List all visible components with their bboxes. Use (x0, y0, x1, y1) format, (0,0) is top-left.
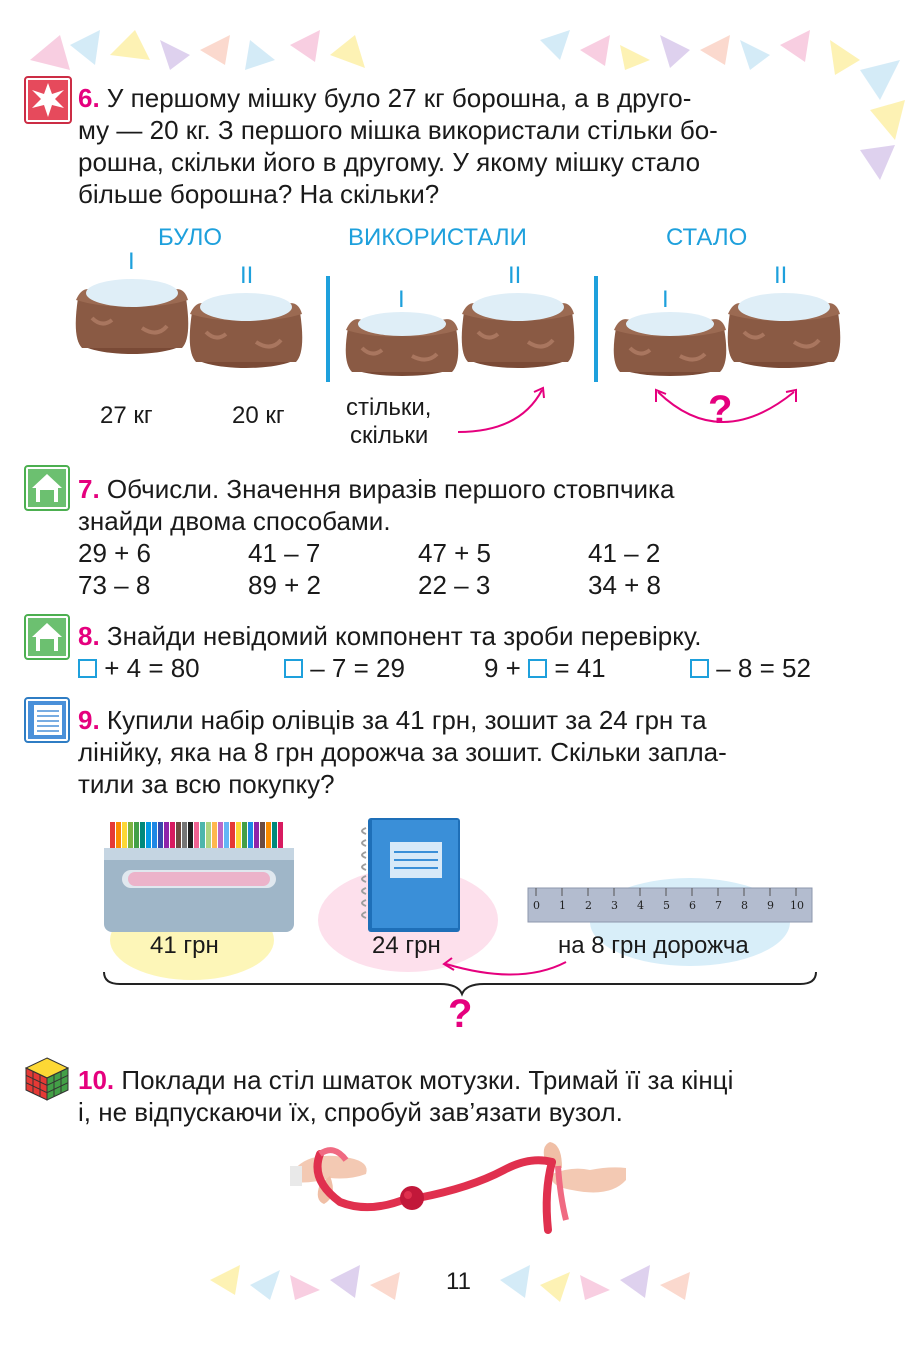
ruler-icon (527, 887, 813, 923)
pencils-icon (104, 822, 294, 932)
task7-number: 7. (78, 474, 100, 504)
task6-arrows (457, 386, 797, 433)
header-used: ВИКОРИСТАЛИ (348, 224, 527, 251)
flour-sacks-illustration (73, 277, 843, 378)
price-ruler: на 8 грн дорожча (558, 932, 749, 959)
task9-text: 9. Купили набір олівців за 41 грн, зошит… (78, 704, 843, 800)
task8-text: 8. Знайди невідомий компонент та зроби п… (78, 620, 843, 652)
task10-line-1: 10. Поклади на стіл шматок мотузки. Трим… (78, 1065, 734, 1095)
task9-number: 9. (78, 705, 100, 735)
task6-question-mark: ? (708, 388, 733, 432)
price-pencils: 41 грн (150, 932, 219, 959)
task6-star-icon (24, 76, 72, 124)
equation-4: – 8 = 52 (690, 652, 811, 684)
task9-line-1: 9. Купили набір олівців за 41 грн, зошит… (78, 705, 707, 735)
was-sack-1-label: I (128, 248, 135, 275)
used-amount-line1: стільки, (346, 394, 432, 421)
answer-box-2[interactable] (284, 659, 303, 678)
weight-first-sack: 27 кг (100, 402, 153, 429)
used-amount-line2: скільки (350, 422, 429, 449)
bottom-decoration (210, 1265, 690, 1302)
became-sack-1-label: I (662, 286, 669, 313)
task7-row-1: 29 + 6 41 – 7 47 + 5 41 – 2 (78, 538, 661, 568)
task8-line-1: 8. Знайди невідомий компонент та зроби п… (78, 621, 702, 651)
task6-line-4: більше борошна? На скільки? (78, 179, 440, 209)
task8-number: 8. (78, 621, 100, 651)
became-sack-2-label: II (774, 262, 788, 289)
answer-box-4[interactable] (690, 659, 709, 678)
task6-line-3: рошна, скільки його в другому. У якому м… (78, 147, 701, 177)
ruler-numbers: 0 1 2 3 4 5 6 7 8 9 10 (533, 899, 804, 912)
answer-box-1[interactable] (78, 659, 97, 678)
notebook-icon (361, 818, 460, 932)
divider-1 (326, 276, 330, 382)
task6-line-2: му — 20 кг. З першого мішка використали … (78, 115, 718, 145)
task9-question-mark: ? (448, 992, 473, 1036)
equation-2: – 7 = 29 (284, 652, 405, 684)
task10-number: 10. (78, 1065, 115, 1095)
task10-line-2: і, не відпускаючи їх, спробуй зав’язати … (78, 1097, 623, 1127)
used-sack-2-label: II (508, 262, 522, 289)
header-was: БУЛО (158, 224, 223, 251)
task9-brace-and-arrow (103, 957, 817, 997)
task6-number: 6. (78, 83, 100, 113)
header-became: СТАЛО (666, 224, 748, 251)
was-sack-2-label: II (240, 262, 254, 289)
top-decoration (30, 30, 905, 180)
task8-equations: + 4 = 80 – 7 = 29 9 + = 41 – 8 = 52 (78, 652, 848, 684)
task7-text: 7. Обчисли. Значення виразів першого сто… (78, 473, 843, 537)
task7-line-2: знайди двома способами. (78, 506, 391, 536)
page-number: 11 (446, 1268, 471, 1295)
task8-home-icon (24, 614, 70, 665)
task7-home-icon (24, 465, 70, 516)
price-notebook: 24 грн (372, 932, 441, 959)
task10-text: 10. Поклади на стіл шматок мотузки. Трим… (78, 1064, 843, 1128)
task7-line-1: 7. Обчисли. Значення виразів першого сто… (78, 474, 675, 504)
weight-second-sack: 20 кг (232, 402, 285, 429)
task6-text: 6. У першому мішку було 27 кг борошна, а… (78, 82, 843, 210)
used-sack-1-label: I (398, 286, 405, 313)
divider-2 (594, 276, 598, 382)
task9-notebook-icon (24, 697, 70, 748)
task7-expressions: 29 + 6 41 – 7 47 + 5 41 – 2 73 – 8 89 + … (78, 537, 843, 601)
rope-knot-illustration (290, 1142, 626, 1234)
task7-row-2: 73 – 8 89 + 2 22 – 3 34 + 8 (78, 570, 662, 600)
equation-1: + 4 = 80 (78, 652, 200, 684)
task10-cube-icon (24, 1056, 70, 1107)
task9-illustration (104, 818, 813, 980)
answer-box-3[interactable] (528, 659, 548, 678)
task9-line-2: лінійку, яка на 8 грн дорожча за зошит. … (78, 737, 727, 767)
task6-line-1: 6. У першому мішку було 27 кг борошна, а… (78, 83, 692, 113)
equation-3: 9 + = 41 (484, 653, 606, 683)
task9-line-3: тили за всю покупку? (78, 769, 335, 799)
